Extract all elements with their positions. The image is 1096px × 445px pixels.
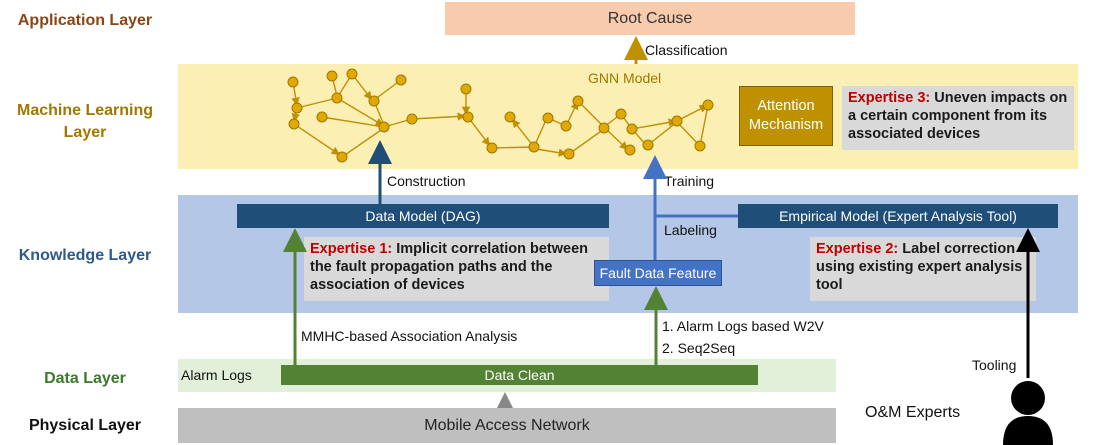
root-cause-box: Root Cause [445,2,855,35]
om-experts-label: O&M Experts [865,404,961,421]
knowledge-layer-label: Knowledge Layer [18,247,152,264]
expertise-3-title: Expertise 3: [848,90,931,106]
data-clean-box: Data Clean [281,365,758,385]
training-label: Training [664,173,715,189]
seq2seq-label: 2. Seq2Seq [662,340,736,356]
attention-line2: Mechanism [748,117,824,133]
data-layer-label: Data Layer [44,370,126,387]
construction-label: Construction [387,173,466,189]
ml-layer-label-line1: Machine Learning [16,102,154,119]
mmhc-label: MMHC-based Association Analysis [301,328,518,344]
labeling-label: Labeling [664,222,717,238]
attention-line1: Attention [757,98,815,114]
alarm-logs-label: Alarm Logs [181,367,252,383]
person-icon [1003,381,1053,445]
expertise-3-text: Uneven impacts on a certain component fr… [848,90,1068,142]
expertise-1-note: Expertise 1: Implicit correlation betwee… [304,237,609,301]
gnn-model-label: GNN Model [588,70,662,86]
gnn-nodes [287,68,714,163]
physical-layer-band [178,408,836,443]
expertise-2-title: Expertise 2: [816,241,899,257]
fault-data-feature-box: Fault Data Feature [594,260,722,286]
expertise-2-note: Expertise 2: Label correction using exis… [810,237,1036,301]
data-model-box: Data Model (DAG) [237,204,609,228]
expertise-2-text: Label correction using existing expert a… [816,241,1023,293]
ml-layer-label-line2: Layer [63,124,107,141]
expertise-3-note: Expertise 3: Uneven impacts on a certain… [842,86,1074,150]
empirical-model-box: Empirical Model (Expert Analysis Tool) [738,204,1058,228]
attention-mechanism-box: Attention Mechanism [739,86,833,146]
w2v-label: 1. Alarm Logs based W2V [662,318,824,334]
mobile-access-network-box: Mobile Access Network [424,416,590,434]
application-layer-label: Application Layer [17,12,153,29]
tooling-label: Tooling [972,357,1017,373]
classification-label: Classification [645,42,728,58]
expertise-1-title: Expertise 1: [310,241,393,257]
expertise-1-text: Implicit correlation between the fault p… [310,241,589,293]
physical-layer-label: Physical Layer [28,417,142,434]
